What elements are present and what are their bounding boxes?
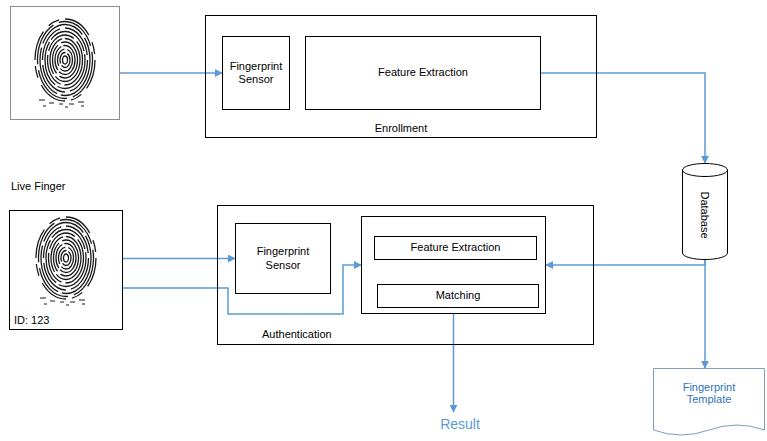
node-label: ID: 123 (14, 314, 49, 326)
process-box: Fingerprint Sensor (235, 223, 331, 294)
flow-arrow (541, 73, 705, 163)
node-label: Feature Extraction (411, 241, 501, 254)
flow-arrow (120, 72, 222, 74)
process-box: Matching (377, 284, 539, 308)
node-label: Feature Extraction (378, 66, 468, 79)
result-node: Result (420, 412, 500, 437)
node-label: Fingerprint Sensor (240, 245, 326, 271)
authentication-group: Authentication Fingerprint Sensor Feature … (217, 205, 594, 345)
flow-arrow (704, 260, 706, 368)
node-label: Matching (436, 289, 481, 302)
enrollment-group: Enrollment Fingerprint Sensor Feature Extr… (205, 15, 597, 138)
database-cylinder: Database (682, 163, 728, 260)
fingerprint-image (36, 217, 96, 305)
node-label: Live Finger (11, 180, 65, 192)
finger-image-box (10, 6, 120, 120)
flow-arrow (123, 258, 235, 260)
node-label: Fingerprint Template (653, 381, 765, 405)
process-box: Feature Extraction (305, 36, 541, 110)
node-label: Result (440, 416, 480, 433)
process-box: Fingerprint Sensor (222, 36, 290, 110)
fingerprint-image (35, 19, 95, 107)
live-finger-box: Live FingerID: 123 (9, 210, 123, 330)
node-label: Enrollment (375, 122, 428, 134)
flow-arrow (453, 314, 455, 412)
process-box: Feature Extraction (374, 236, 537, 260)
node-label: Authentication (262, 328, 332, 340)
node-label: Fingerprint Sensor (227, 60, 285, 86)
process-group: Feature ExtractionMatching (361, 216, 546, 314)
document-shape: Fingerprint Template (653, 368, 765, 438)
node-label: Database (699, 192, 711, 239)
flow-arrow (546, 260, 705, 265)
